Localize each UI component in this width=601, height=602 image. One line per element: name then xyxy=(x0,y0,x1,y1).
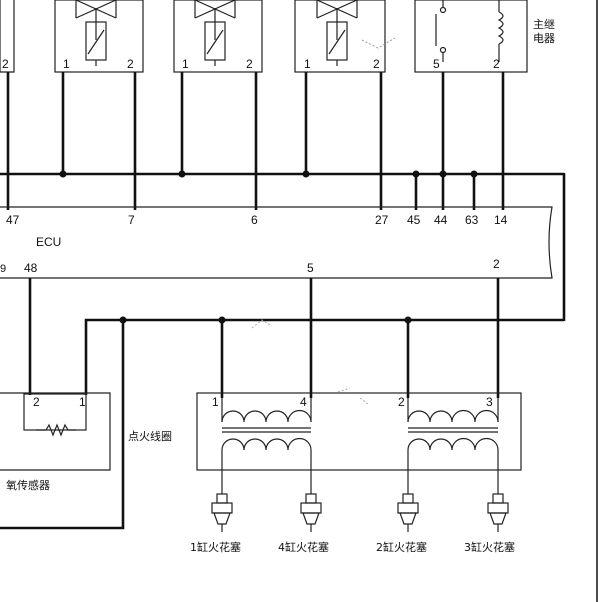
spark-plug-4: 4缸火花塞 xyxy=(278,493,329,554)
ecu-pin-47: 47 xyxy=(6,213,20,227)
coil-pin-2: 2 xyxy=(398,395,405,409)
main-relay-coil-icon xyxy=(497,11,504,45)
relay-3-pin-1: 1 xyxy=(182,57,189,71)
bus-junctions xyxy=(59,170,478,178)
main-relay-label-line1: 主继 xyxy=(533,18,555,31)
oxygen-sensor: 2 1 氧传感器 xyxy=(0,392,111,492)
spark-plug-1: 1缸火花塞 xyxy=(190,493,241,554)
coil-pin-3: 3 xyxy=(486,395,493,409)
o2-sensor-label: 氧传感器 xyxy=(6,478,50,492)
spark-plug-icon xyxy=(211,493,233,532)
coil-pin-4: 4 xyxy=(300,395,307,409)
relay-2-pin-2: 2 xyxy=(127,57,134,71)
ecu-pin-48: 48 xyxy=(24,261,38,275)
ecu-left-cut-glyph: 9 xyxy=(0,263,6,275)
spark-plug-3: 3缸火花塞 xyxy=(464,493,515,554)
ecu-pin-45: 45 xyxy=(407,213,421,227)
spark-plug-icon xyxy=(487,493,509,532)
relay-4-box xyxy=(294,0,386,73)
ecu-pin-14: 14 xyxy=(494,213,508,227)
ecu-pin-63: 63 xyxy=(465,213,479,227)
relay-4-pin-2: 2 xyxy=(373,57,380,71)
ecu-pin-5: 5 xyxy=(307,261,314,275)
heater-resistor-icon xyxy=(36,423,76,437)
spark-plug-1-label: 1缸火花塞 xyxy=(190,540,241,554)
ecu-box: ECU 47 7 6 27 45 44 63 14 9 48 5 2 xyxy=(0,206,553,279)
main-relay-pin-5: 5 xyxy=(433,57,440,71)
transformer-b-icon xyxy=(407,398,499,451)
main-relay-pin-2: 2 xyxy=(493,57,500,71)
transformer-a-icon xyxy=(221,398,312,451)
main-relay-label-line2: 电器 xyxy=(533,32,555,45)
ecu-label: ECU xyxy=(36,235,61,249)
ecu-pin-2: 2 xyxy=(493,257,500,271)
ecu-pin-27: 27 xyxy=(375,213,389,227)
relay-1: 2 xyxy=(0,0,15,174)
ecu-pin-44: 44 xyxy=(434,213,448,227)
relay-1-pin-2: 2 xyxy=(2,57,9,71)
relay-2-box xyxy=(54,0,144,73)
spark-plug-2: 2缸火花塞 xyxy=(376,493,427,554)
spark-plug-4-label: 4缸火花塞 xyxy=(278,540,329,554)
spark-plug-icon xyxy=(300,493,322,532)
coil-pin-1: 1 xyxy=(212,395,219,409)
ecu-pin-7: 7 xyxy=(128,213,135,227)
relay-2: 1 2 xyxy=(54,0,144,210)
o2-sensor-pin-2: 2 xyxy=(33,395,40,409)
ignition-coil-label: 点火线圈 xyxy=(128,429,172,443)
o2-sensor-pin-1: 1 xyxy=(79,395,86,409)
relay-4-pin-1: 1 xyxy=(304,57,311,71)
main-relay-box xyxy=(414,0,528,73)
ignition-coil: 点火线圈 1 4 2 3 xyxy=(128,392,522,471)
ground-bus-wire xyxy=(84,318,564,395)
relay-2-pin-1: 1 xyxy=(63,57,70,71)
spark-plug-icon xyxy=(397,493,419,532)
relay-3: 1 2 xyxy=(173,0,263,210)
spark-plug-3-label: 3缸火花塞 xyxy=(464,540,515,554)
relay-3-pin-2: 2 xyxy=(246,57,253,71)
relay-3-box xyxy=(173,0,263,73)
ecu-pin-6: 6 xyxy=(251,213,258,227)
spark-plug-2-label: 2缸火花塞 xyxy=(376,540,427,554)
relay-4: 1 2 xyxy=(294,0,396,210)
main-relay: 5 2 主继 电器 xyxy=(414,0,555,210)
